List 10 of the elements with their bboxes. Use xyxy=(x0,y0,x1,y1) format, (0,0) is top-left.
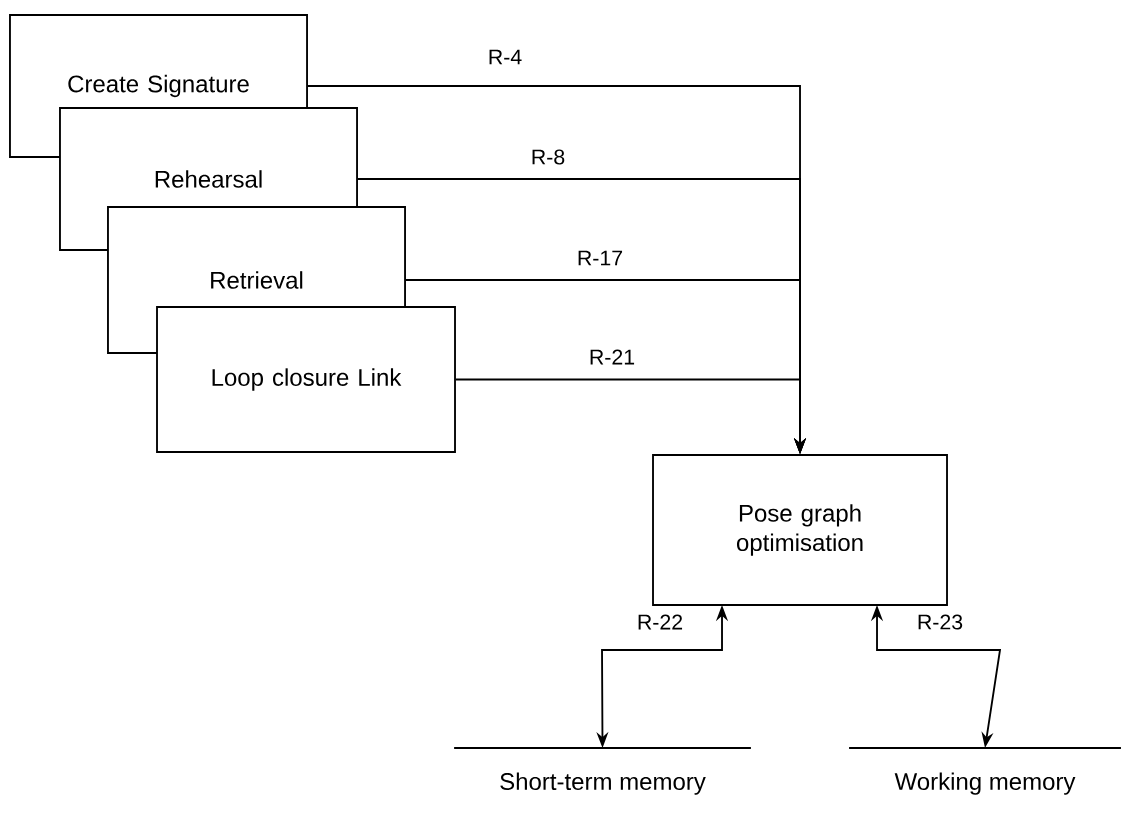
edge-label: R-17 xyxy=(578,250,623,266)
edge-label: R-22 xyxy=(638,614,683,630)
edge-label: R-21 xyxy=(590,349,635,365)
data-store: Short-term memory xyxy=(453,747,752,795)
data-store: Working memory xyxy=(848,747,1122,795)
process-box: Loop closure Link xyxy=(156,306,456,453)
process-box: Pose graph optimisation xyxy=(652,454,948,606)
edge-label: R-8 xyxy=(532,149,565,165)
edge-label: R-23 xyxy=(918,614,963,630)
edge-label: R-4 xyxy=(489,49,522,65)
